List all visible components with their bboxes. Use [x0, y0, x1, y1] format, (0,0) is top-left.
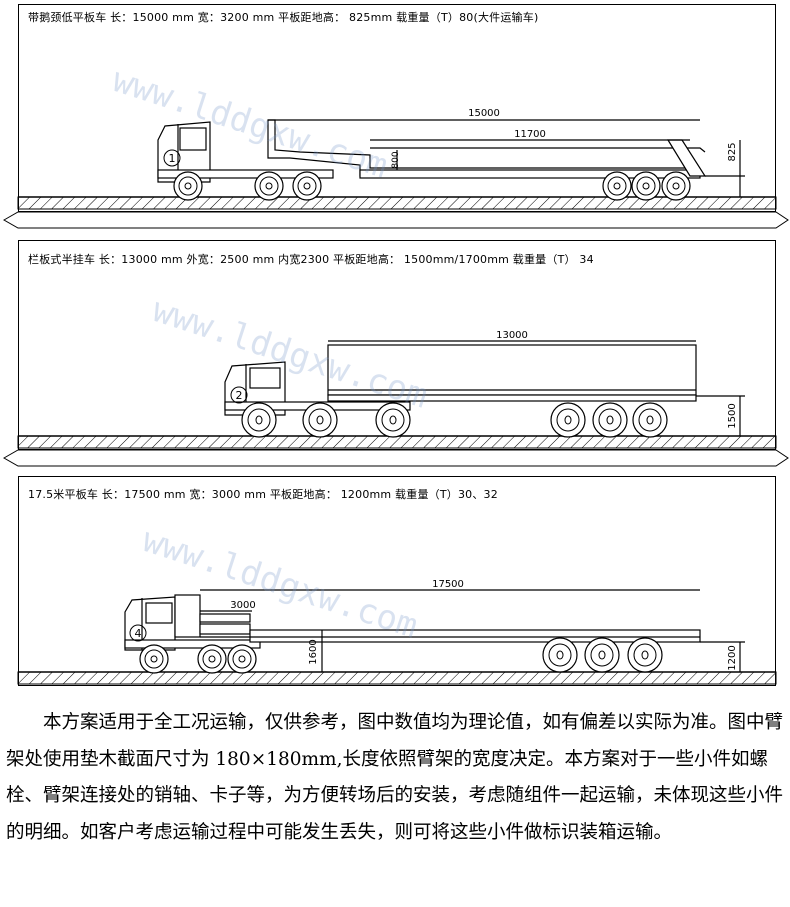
ground-3 [17, 671, 777, 685]
dim-800: 800 [391, 151, 401, 168]
dim-13000: 13000 [496, 330, 528, 341]
divider-1 [2, 211, 789, 229]
divider-2 [2, 449, 789, 467]
truck-3 [124, 589, 745, 674]
truck-2 [224, 340, 745, 438]
marker-1-ring [163, 149, 181, 167]
dim-15000: 15000 [468, 108, 500, 119]
marker-2-ring [230, 386, 248, 404]
ground-1 [17, 196, 777, 210]
dim-3000: 3000 [230, 600, 255, 611]
marker-3: 4 [135, 627, 142, 640]
dim-17500: 17500 [432, 579, 464, 590]
dim-1600: 1600 [308, 639, 319, 664]
dim-11700: 11700 [514, 129, 546, 140]
ground-2 [17, 435, 777, 449]
dim-1200: 1200 [727, 645, 738, 670]
description-paragraph: 本方案适用于全工况运输，仅供参考，图中数值均为理论值，如有偏差以实际为准。图中臂… [6, 712, 784, 843]
panel-3-header: 17.5米平板车 长：17500 mm 宽：3000 mm 平板距地高： 120… [28, 488, 498, 501]
panel-1-header: 带鹅颈低平板车 长：15000 mm 宽：3200 mm 平板距地高： 825m… [28, 11, 539, 24]
dim-825: 825 [727, 142, 738, 161]
truck-1 [157, 119, 745, 201]
marker-2: 2 [236, 389, 243, 402]
truck-drawings: 1 15000 11700 800 825 2 13000 1500 [2, 108, 789, 685]
marker-1: 1 [169, 152, 176, 165]
panel-2-header: 栏板式半挂车 长：13000 mm 外宽：2500 mm 内宽2300 平板距地… [28, 253, 594, 266]
marker-3-ring [129, 624, 147, 642]
dim-1500: 1500 [727, 403, 738, 428]
